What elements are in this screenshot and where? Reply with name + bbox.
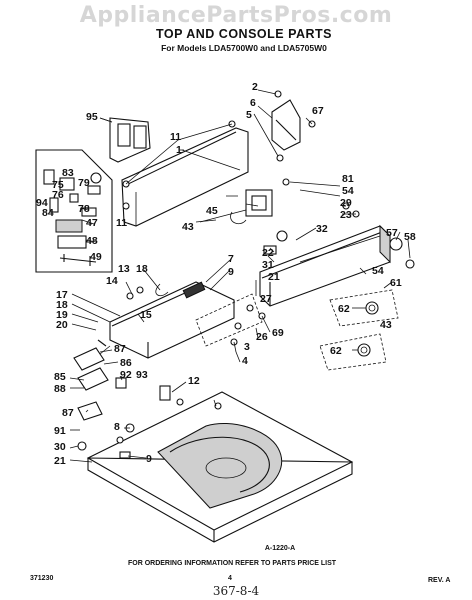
- callout-89: 88: [54, 383, 66, 395]
- callout-87: 86: [120, 357, 132, 369]
- leader-lines: [69, 89, 411, 463]
- callout-22: 21: [54, 455, 66, 467]
- callout-47: 47: [86, 217, 98, 229]
- callout-27: 27: [260, 293, 272, 305]
- callout-95: 95: [86, 111, 98, 123]
- callout-18-upper: 18: [136, 263, 148, 275]
- callout-69: 69: [272, 327, 284, 339]
- callout-91: 91: [54, 425, 66, 437]
- callout-5: 3: [244, 341, 250, 353]
- callout-78: 78: [78, 203, 90, 215]
- page-title: TOP AND CONSOLE PARTS: [156, 27, 332, 41]
- part-1-console-panel: [121, 127, 249, 227]
- page-subtitle: For Models LDA5700W0 and LDA5705W0: [161, 43, 327, 53]
- callout-9-upper: 9: [228, 266, 234, 278]
- callout-3: 5: [246, 109, 252, 121]
- callout-25: 23: [340, 209, 352, 221]
- callout-81: 81: [342, 173, 354, 185]
- callout-numbers: 95 11 1 2 6 5 67 83 75 79 76 94 78 84 47…: [36, 81, 416, 467]
- callout-49: 49: [90, 251, 102, 263]
- callout-45: 54: [342, 185, 354, 197]
- callout-13: 13: [118, 263, 130, 275]
- callout-19: 19: [56, 309, 68, 321]
- callout-93: 93: [136, 369, 148, 381]
- part-22-washer-top: [86, 385, 354, 543]
- callout-9-lower: 9: [146, 453, 152, 465]
- callout-4: 6: [250, 97, 256, 109]
- callout-12: 12: [188, 375, 200, 387]
- callout-48: 48: [86, 235, 98, 247]
- drawing-code: A-1220-A: [265, 545, 295, 552]
- page-number: 4: [228, 575, 232, 582]
- callout-86: 87: [62, 407, 74, 419]
- part-85-89-lid-switch: [73, 339, 127, 451]
- callout-17: 17: [56, 289, 68, 301]
- callout-14: 14: [106, 275, 118, 287]
- part-7-top-trim: [109, 281, 263, 359]
- part-3-4-bracket: [271, 99, 301, 162]
- callout-41: 45: [206, 205, 218, 217]
- part-40-41-timer: [199, 189, 273, 225]
- callout-57: 57: [386, 227, 398, 239]
- callout-21: 21: [268, 271, 280, 283]
- callout-23: 22: [262, 247, 274, 259]
- part-32-54-control-rail: [259, 224, 415, 307]
- callout-88: 87: [114, 343, 126, 355]
- callout-54: 54: [372, 265, 384, 277]
- callout-26: 26: [256, 331, 268, 343]
- callout-61: 61: [390, 277, 402, 289]
- callout-7: 7: [228, 253, 234, 265]
- handwritten-note: 367-8-4: [213, 584, 260, 598]
- part-95-panel: [99, 117, 151, 163]
- part-62-knobs: [319, 289, 399, 371]
- inset-control-parts: [35, 149, 113, 273]
- callout-79: 79: [78, 177, 90, 189]
- callout-76: 76: [52, 189, 64, 201]
- callout-92: 92: [120, 369, 132, 381]
- watermark-text: AppliancePartsPros.com: [80, 3, 393, 28]
- callout-75: 75: [52, 179, 64, 191]
- callout-1: 1: [176, 144, 182, 156]
- callout-40: 43: [182, 221, 194, 233]
- callout-11-upper: 11: [170, 131, 181, 143]
- callout-32: 32: [316, 223, 328, 235]
- callout-15: 15: [140, 309, 152, 321]
- callout-67: 67: [312, 105, 324, 117]
- callout-62-upper: 62: [338, 303, 350, 315]
- callout-30: 30: [54, 441, 66, 453]
- callout-58: 58: [404, 231, 416, 243]
- callout-6: 4: [242, 355, 248, 367]
- callout-11-lower: 11: [116, 217, 127, 229]
- callout-94: 94: [36, 197, 48, 209]
- callout-8: 8: [114, 421, 120, 433]
- callout-18-lower: 18: [56, 299, 68, 311]
- callout-62-lower: 62: [330, 345, 342, 357]
- doc-code: 371230: [30, 575, 53, 582]
- ordering-note: FOR ORDERING INFORMATION REFER TO PARTS …: [128, 560, 337, 567]
- callout-20: 20: [56, 319, 68, 331]
- callout-31: 31: [262, 259, 274, 271]
- callout-84: 84: [42, 207, 54, 219]
- callout-2: 2: [252, 81, 258, 93]
- callout-29: 29: [340, 197, 352, 209]
- callout-83: 83: [62, 167, 74, 179]
- revision-label: REV. A: [428, 577, 450, 584]
- callout-43: 43: [380, 319, 392, 331]
- callout-85: 85: [54, 371, 66, 383]
